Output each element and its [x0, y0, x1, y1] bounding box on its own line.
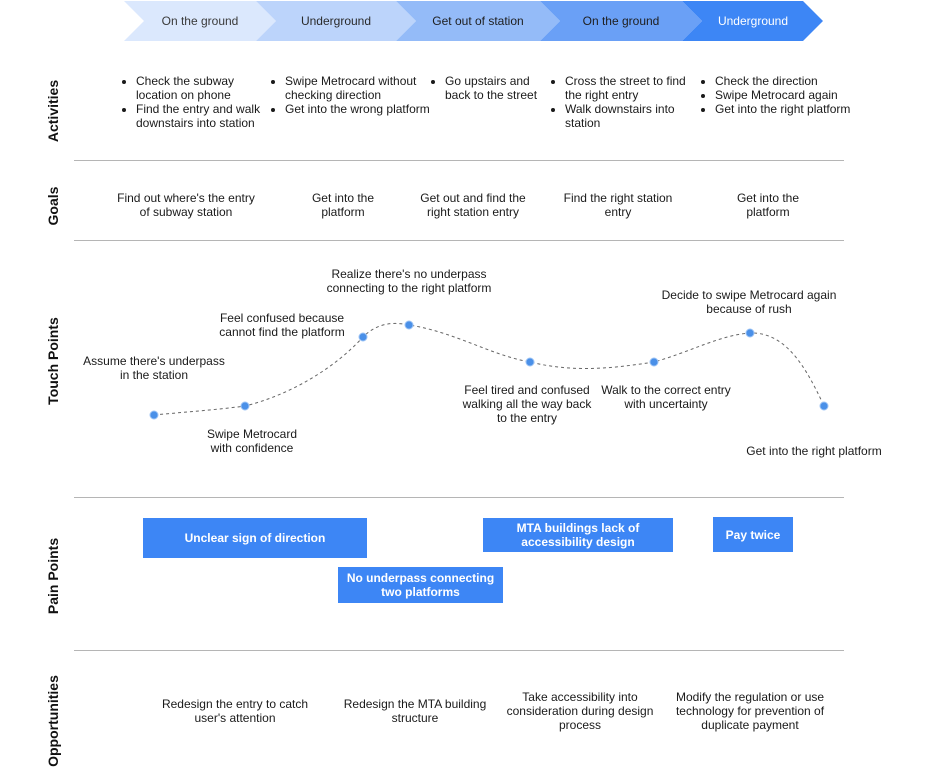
touch-point-label-5: Feel tired and confused walking all the … [462, 383, 592, 425]
stage-label-2: Underground [300, 14, 372, 28]
stage-label-3: Get out of station [432, 14, 524, 28]
touch-point-label-7: Decide to swipe Metrocard again because … [661, 288, 837, 316]
pain-point-box-4: Pay twice [713, 517, 793, 552]
touch-point-curve [153, 323, 825, 416]
touch-point-dot [819, 401, 829, 411]
activity-item: Find the entry and walk downstairs into … [136, 102, 276, 130]
touch-point-dot [649, 357, 659, 367]
activity-item: Go upstairs and back to the street [445, 74, 557, 102]
stage-chevron-4 [540, 1, 702, 41]
activities-list-3: Go upstairs and back to the street [431, 74, 557, 102]
touch-point-dot [240, 401, 250, 411]
touch-point-dot [525, 357, 535, 367]
touch-point-label-8: Get into the right platform [746, 444, 882, 458]
touch-point-dot [358, 332, 368, 342]
touch-point-label-3: Feel confused because cannot find the pl… [219, 311, 345, 339]
touch-point-label-4: Realize there's no underpass connecting … [326, 267, 492, 295]
goal-text-3: Get out and find the right station entry [420, 191, 526, 219]
touch-point-label-1: Assume there's underpass in the station [83, 354, 225, 382]
opportunity-text-4: Modify the regulation or use technology … [675, 690, 825, 732]
goal-text-1: Find out where's the entry of subway sta… [117, 191, 255, 219]
row-divider [74, 160, 844, 161]
touch-point-label-2: Swipe Metrocard with confidence [206, 427, 298, 455]
touch-point-dot [745, 328, 755, 338]
activities-list-5: Check the direction Swipe Metrocard agai… [701, 74, 875, 116]
stage-chevron-2 [256, 1, 416, 41]
pain-point-box-3: MTA buildings lack of accessibility desi… [483, 518, 673, 552]
activities-list-4: Cross the street to find the right entry… [551, 74, 705, 130]
activities-list-1: Check the subway location on phone Find … [122, 74, 276, 130]
row-divider [74, 240, 844, 241]
activity-item: Get into the wrong platform [285, 102, 435, 116]
opportunity-text-2: Redesign the MTA building structure [343, 697, 487, 725]
activity-item: Cross the street to find the right entry [565, 74, 705, 102]
goal-text-2: Get into the platform [311, 191, 375, 219]
touch-point-dot [404, 320, 414, 330]
row-divider [74, 497, 844, 498]
activities-list-2: Swipe Metrocard without checking directi… [271, 74, 435, 116]
stage-chevron-1 [124, 1, 276, 41]
activity-item: Swipe Metrocard again [715, 88, 875, 102]
pain-point-box-2: No underpass connecting two platforms [338, 567, 503, 603]
activity-item: Check the subway location on phone [136, 74, 276, 102]
pain-point-box-1: Unclear sign of direction [143, 518, 367, 558]
stage-chevron-5 [682, 1, 823, 41]
touch-point-dot [149, 410, 159, 420]
opportunity-text-3: Take accessibility into consideration du… [506, 690, 654, 732]
goal-text-5: Get into the platform [736, 191, 800, 219]
row-divider [74, 650, 844, 651]
activity-item: Get into the right platform [715, 102, 875, 116]
stage-header [124, 1, 823, 41]
opportunity-text-1: Redesign the entry to catch user's atten… [161, 697, 309, 725]
activity-item: Check the direction [715, 74, 875, 88]
stage-label-5: Underground [717, 14, 789, 28]
stage-label-1: On the ground [161, 14, 239, 28]
stage-chevron-3 [396, 1, 560, 41]
touch-point-label-6: Walk to the correct entry with uncertain… [601, 383, 731, 411]
activity-item: Walk downstairs into station [565, 102, 705, 130]
stage-label-4: On the ground [582, 14, 660, 28]
activity-item: Swipe Metrocard without checking directi… [285, 74, 435, 102]
goal-text-4: Find the right station entry [563, 191, 673, 219]
